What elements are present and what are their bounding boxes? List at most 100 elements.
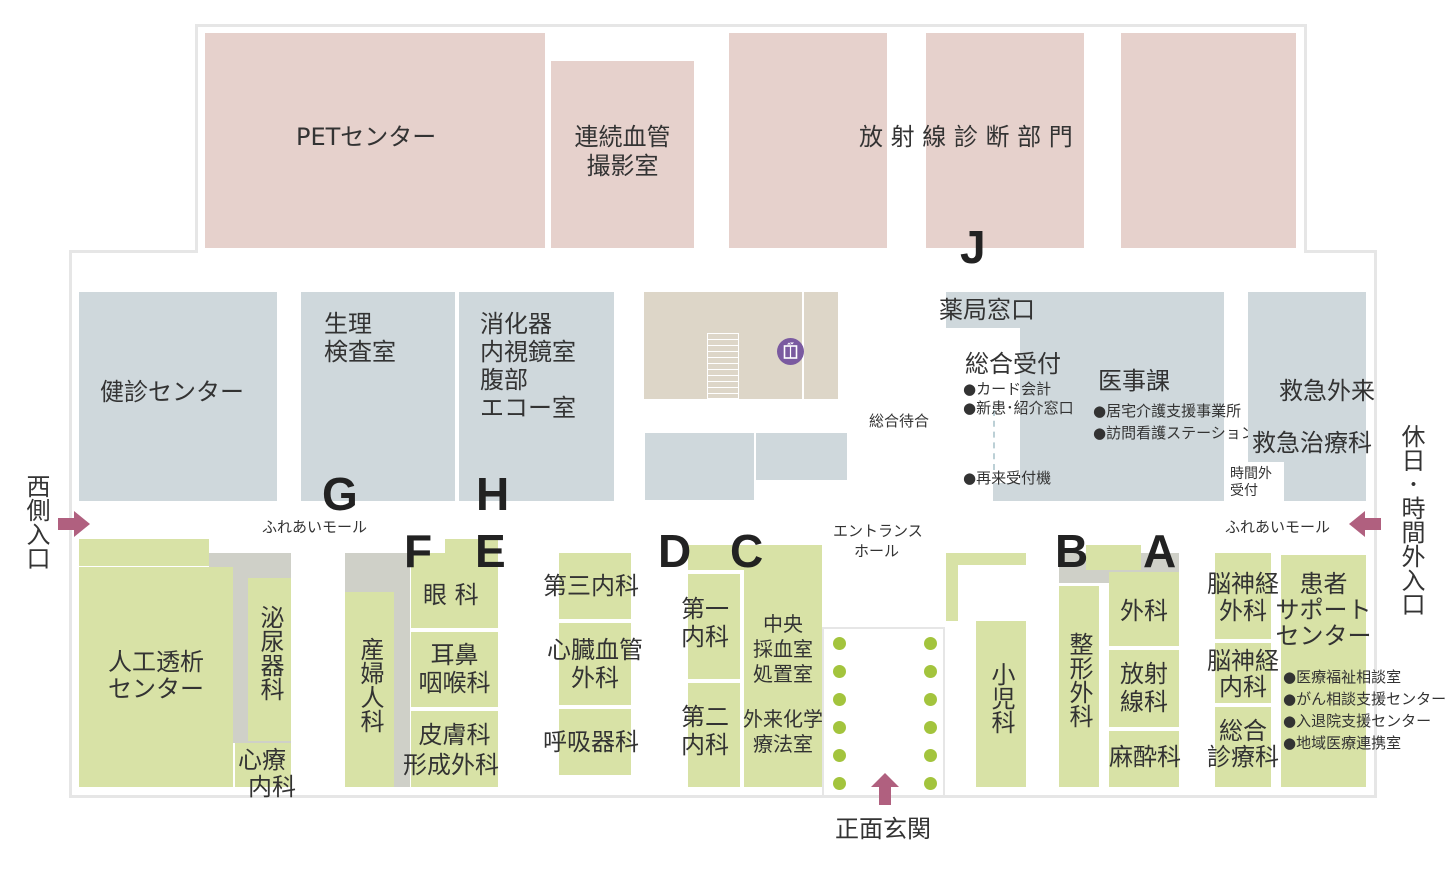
core-area: [644, 292, 838, 399]
sogo-shinryo-room[interactable]: [1215, 707, 1271, 787]
small-room-1: [645, 433, 754, 500]
entrance-pillar: [924, 637, 937, 650]
shinryo-label-2: 内科: [248, 773, 296, 801]
endoscopy-room[interactable]: [459, 292, 614, 501]
radiology-room-2[interactable]: [926, 33, 1084, 248]
daini-room[interactable]: [688, 683, 740, 787]
marker-a[interactable]: A: [1143, 525, 1177, 577]
jibi-room[interactable]: [411, 632, 498, 707]
geka-label: 外科: [1120, 597, 1168, 625]
marker-e[interactable]: E: [475, 525, 506, 577]
kanja-support-center[interactable]: [1281, 555, 1366, 787]
fureai-mall-right: ふれあいモール: [1225, 518, 1331, 536]
shoni-room[interactable]: [976, 621, 1026, 787]
hinyoki-room[interactable]: [248, 578, 291, 741]
marker-h[interactable]: H: [476, 468, 510, 520]
chiiki-label: ●地域医療連携室: [1283, 734, 1402, 752]
marker-f[interactable]: F: [404, 525, 433, 577]
chuo-label-2: 採血室: [753, 637, 813, 661]
noushin-geka-label-2: 外科: [1219, 597, 1267, 625]
radiology-room-1[interactable]: [729, 33, 887, 248]
noushin-naika-room[interactable]: [1215, 643, 1271, 703]
kyujitsu-entrance-label: 休日･時間外入口: [1397, 424, 1425, 616]
marker-c[interactable]: C: [730, 525, 764, 577]
chuo-label-1: 中央: [763, 612, 803, 636]
iryo-fukushi-label: ●医療福祉相談室: [1283, 668, 1402, 686]
shoni-side-strip: [946, 553, 958, 621]
sogo-uketsuke-label: 総合受付: [965, 350, 1061, 378]
elevator-icon[interactable]: [777, 338, 804, 365]
marker-d[interactable]: D: [658, 525, 692, 577]
kanja-label-1: 患者: [1299, 570, 1348, 598]
geka-room[interactable]: [1109, 572, 1179, 646]
gairai-label-2: 療法室: [753, 732, 813, 756]
entrance-pillar: [924, 749, 937, 762]
shoni-label: 小児科: [987, 662, 1015, 734]
kanja-label-3: センター: [1275, 622, 1372, 650]
ijika-label: 医事課: [1098, 367, 1170, 395]
sanfujin-room[interactable]: [345, 592, 394, 787]
west-entrance-label: 西側入口: [22, 474, 50, 570]
houmon-label: ●訪問看護ステーション: [1093, 424, 1256, 442]
hoshasen-label-2: 線科: [1120, 688, 1168, 716]
hoshasen-room[interactable]: [1109, 650, 1179, 727]
shinkan-label: ●新患･紹介窓口: [963, 399, 1074, 417]
fe-top-strip: [445, 539, 498, 553]
shinryo-room[interactable]: [235, 743, 291, 787]
noushin-naika-label-1: 脳神経: [1207, 647, 1279, 675]
sogo-shinryo-label-2: 診療科: [1207, 743, 1279, 771]
radiology-room-3[interactable]: [1121, 33, 1296, 248]
shinzo-label-1: 心臓血管: [547, 636, 643, 664]
kokyuki-room[interactable]: [559, 709, 631, 775]
kenshin-center[interactable]: [79, 292, 277, 501]
sanfujin-label: 産婦人科: [356, 637, 384, 733]
seiri-room[interactable]: [301, 292, 455, 501]
dc-top-strip: [688, 545, 822, 570]
shinzo-room[interactable]: [559, 623, 631, 705]
angio-room-label-1: 連続血管: [574, 123, 671, 151]
chuo-room[interactable]: [744, 570, 822, 787]
entrance-pillar: [924, 777, 937, 790]
endo-label-4: エコー室: [480, 394, 576, 422]
daisan-room[interactable]: [559, 553, 631, 619]
hoshasen-label-1: 放射: [1120, 660, 1168, 688]
shinryo-label-1: 心療: [238, 746, 286, 774]
masui-room[interactable]: [1109, 731, 1179, 787]
card-kaikei-label: ●カード会計: [963, 380, 1052, 398]
entrance-pillar: [833, 777, 846, 790]
outline-cover: [198, 245, 1304, 257]
jinko-center[interactable]: [79, 567, 233, 787]
gan-sodan-label: ●がん相談支援センター: [1283, 690, 1447, 708]
ganka-room[interactable]: [411, 553, 498, 628]
west-entrance-arrow-icon[interactable]: [58, 510, 92, 538]
noushin-geka-room[interactable]: [1215, 553, 1271, 639]
kyotaku-label: ●居宅介護支援事業所: [1093, 402, 1242, 420]
sogo-shinryo-label-1: 総合: [1219, 717, 1267, 745]
jikangai-label-1: 時間外: [1230, 466, 1272, 482]
ba-top-strip: [1086, 545, 1141, 570]
shoni-top-strip: [946, 553, 1026, 565]
hifu-room[interactable]: [411, 711, 498, 787]
marker-g[interactable]: G: [322, 468, 358, 520]
marker-b[interactable]: B: [1055, 525, 1089, 577]
angio-room[interactable]: [551, 61, 694, 248]
endo-label-3: 腹部: [480, 366, 528, 394]
front-entrance-arrow-icon[interactable]: [870, 773, 900, 805]
entrance-pillar: [924, 693, 937, 706]
daiichi-room[interactable]: [688, 574, 740, 679]
entrance-pillar: [924, 665, 937, 678]
jibi-label-2: 咽喉科: [418, 669, 491, 697]
kyujitsu-entrance-arrow-icon[interactable]: [1347, 510, 1381, 538]
entrance-pillar: [833, 693, 846, 706]
seiri-label-2: 検査室: [324, 338, 396, 366]
stairs-icon: [707, 333, 739, 399]
seikei-room[interactable]: [1059, 586, 1099, 787]
ijika-room[interactable]: [993, 292, 1224, 501]
nyutaiin-label: ●入退院支援センター: [1283, 712, 1432, 730]
small-room-2: [756, 433, 847, 480]
marker-j[interactable]: J: [960, 221, 986, 273]
pet-center-label: PETセンター: [296, 123, 437, 151]
seikei-label: 整形外科: [1065, 632, 1093, 728]
hifu-label-2: 形成外科: [403, 751, 499, 779]
pet-center[interactable]: [205, 33, 545, 248]
